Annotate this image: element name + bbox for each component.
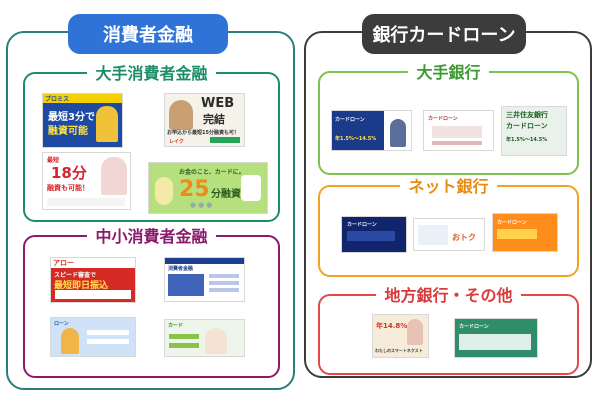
major-consumer-section: 大手消費者金融 <box>23 64 280 222</box>
bank-card-loan-header: 銀行カードローン <box>362 14 526 54</box>
promise-banner[interactable]: プロミス 最短3分で 融資可能 <box>42 93 123 148</box>
person-image <box>407 319 423 345</box>
small-consumer-title: 中小消費者金融 <box>87 227 216 246</box>
mizuho-banner[interactable]: カードローン 年1.5%〜14.5% <box>331 110 412 151</box>
net-bank-2-banner[interactable]: おトク <box>413 218 485 251</box>
bank-2-copy: カードローン <box>428 116 458 122</box>
aiful-banner[interactable]: 最短 18分 融資も可能！ <box>42 152 131 210</box>
note-bar <box>47 198 125 206</box>
aiful-small: 最短 <box>47 157 60 164</box>
green-site-banner[interactable]: カード <box>164 319 245 357</box>
net-bank-1-banner[interactable]: カードローン <box>341 216 407 253</box>
regional-bank-section: 地方銀行・その他 <box>318 286 579 375</box>
person-image <box>101 157 127 195</box>
small-consumer-section: 中小消費者金融 <box>23 227 280 378</box>
regional-1-copy: わたしのスマートネクスト <box>375 348 423 353</box>
smbc-bank-line-1: 三井住友銀行 <box>506 111 548 119</box>
blue-site-banner[interactable]: 消費者金融 <box>164 257 245 302</box>
smbc-consumer-banner[interactable]: お金のこと、カードに。 25 分融資 <box>148 162 268 214</box>
regional-1-rate: 年14.8% <box>376 322 408 330</box>
major-bank-title: 大手銀行 <box>408 63 489 82</box>
mizuho-rate: 年1.5%〜14.5% <box>335 136 377 142</box>
promise-copy-1: 最短3分で <box>48 112 95 123</box>
person-image <box>390 119 406 147</box>
major-consumer-title: 大手消費者金融 <box>87 64 216 83</box>
regional-2-banner[interactable]: カードローン <box>454 318 538 358</box>
character-image <box>155 177 173 205</box>
consumer-finance-header: 消費者金融 <box>68 14 228 54</box>
person-image <box>169 100 193 130</box>
bank-card-loan-panel <box>304 31 592 378</box>
person-site-banner[interactable]: ローン <box>50 317 136 357</box>
web-big-2: 完結 <box>203 113 225 126</box>
arrow-brand: アロー <box>53 259 74 267</box>
bank-2-banner[interactable]: カードローン <box>423 110 494 151</box>
regional-1-banner[interactable]: 年14.8% わたしのスマートネクスト <box>372 314 429 358</box>
site-image <box>168 274 204 296</box>
promise-brand: プロミス <box>45 96 70 103</box>
net-bank-title: ネット銀行 <box>400 177 497 196</box>
mizuho-copy: カードローン <box>335 117 365 123</box>
apply-button-shape <box>210 137 240 143</box>
person-image <box>61 328 79 354</box>
web-big: WEB <box>201 96 235 111</box>
card-image <box>432 126 482 138</box>
smbc-copy: お金のこと、カードに。 <box>179 169 245 176</box>
web-brand: レイク <box>169 139 184 145</box>
blue-site-brand: 消費者金融 <box>168 266 194 272</box>
major-bank-section: 大手銀行 <box>318 63 579 175</box>
person-image <box>205 328 227 354</box>
net-3-copy: カードローン <box>497 220 527 226</box>
regional-2-copy: カードローン <box>459 324 489 330</box>
carousel-dots: ●●● <box>190 201 215 209</box>
arrow-banner[interactable]: アロー スピード審査で 最短即日振込 <box>50 257 136 303</box>
net-bank-3-banner[interactable]: カードローン <box>492 213 558 252</box>
feature-row <box>55 290 131 299</box>
regional-bank-title: 地方銀行・その他 <box>376 286 521 305</box>
green-site-brand: カード <box>168 323 184 329</box>
arrow-copy-1: スピード審査で <box>54 272 97 279</box>
web-banner[interactable]: WEB 完結 お申込から最短15分融資も可！ レイク <box>164 93 245 147</box>
net-1-copy: カードローン <box>347 222 377 228</box>
smbc-bank-line-2: カードローン <box>506 122 548 130</box>
arrow-copy-2: 最短即日振込 <box>54 281 109 291</box>
aiful-big: 18分 <box>51 164 87 182</box>
person-image <box>96 106 118 142</box>
aiful-copy: 融資も可能！ <box>47 184 89 192</box>
smbc-bank-banner[interactable]: 三井住友銀行 カードローン 年1.5%〜14.5% <box>501 106 567 156</box>
smbc-big: 25 <box>179 177 210 202</box>
phone-image <box>241 175 261 201</box>
net-2-copy: おトク <box>452 233 476 242</box>
smbc-small: 分融資 <box>211 189 241 200</box>
smbc-bank-rate: 年1.5%〜14.5% <box>506 137 548 143</box>
promise-copy-2: 融資可能 <box>48 126 88 137</box>
net-bank-section: ネット銀行 <box>318 177 579 277</box>
person-site-brand: ローン <box>54 321 69 327</box>
web-small: お申込から最短15分融資も可！ <box>167 130 239 136</box>
